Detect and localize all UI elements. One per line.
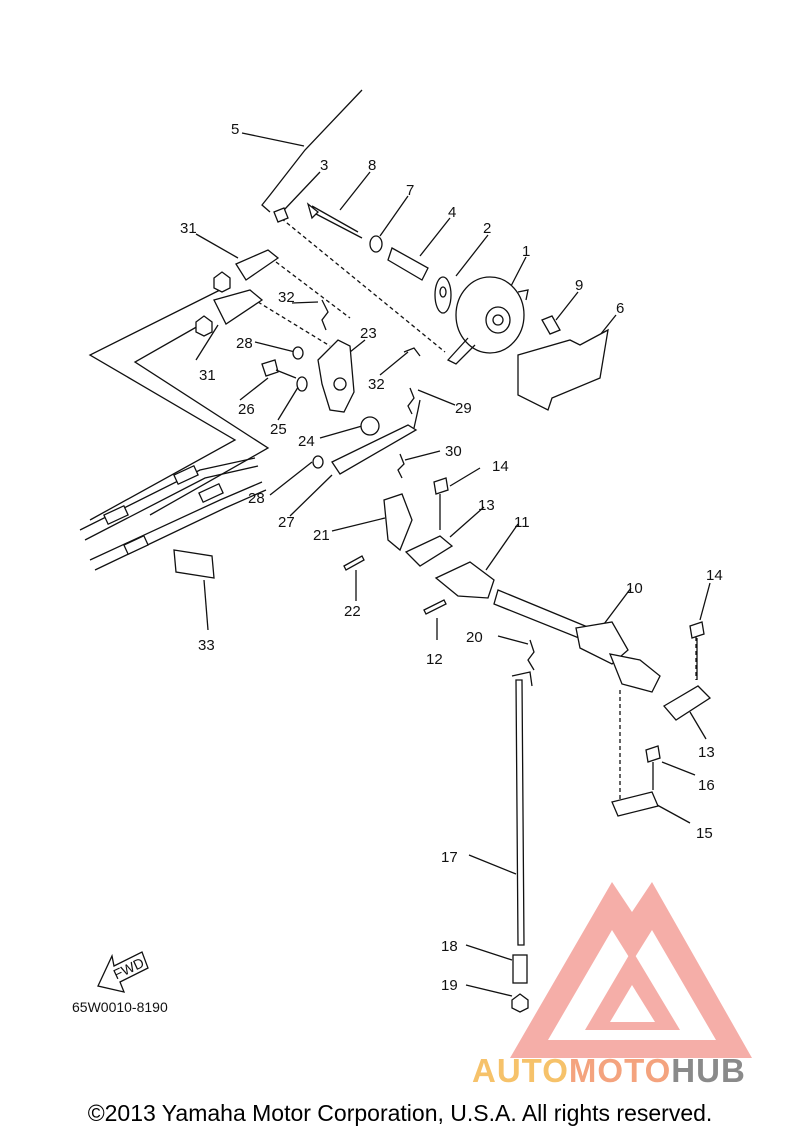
label-5: 5	[231, 121, 239, 138]
label-10: 10	[626, 580, 643, 597]
label-28-upper: 28	[236, 335, 253, 352]
part-31-joint-lower	[213, 289, 264, 325]
label-18: 18	[441, 938, 458, 955]
part-19-nut	[511, 993, 529, 1013]
label-30: 30	[445, 443, 462, 460]
label-23: 23	[360, 325, 377, 342]
label-22: 22	[344, 603, 361, 620]
part-8-bolt	[306, 202, 363, 239]
label-32-lower: 32	[368, 376, 385, 393]
label-16: 16	[698, 777, 715, 794]
label-1: 1	[522, 243, 530, 260]
label-13-upper: 13	[478, 497, 495, 514]
watermark-logo	[510, 882, 752, 1058]
throttle-cables	[79, 457, 267, 571]
label-20: 20	[466, 629, 483, 646]
label-2: 2	[483, 220, 491, 237]
part-23-lever	[317, 339, 355, 413]
label-14-upper: 14	[492, 458, 509, 475]
nut-lower	[195, 315, 213, 337]
part-4-sleeve	[387, 247, 429, 281]
part-18-spacer	[512, 954, 528, 984]
label-11: 11	[514, 514, 530, 531]
part-13-bracket-lower	[663, 685, 712, 721]
label-21: 21	[313, 527, 330, 544]
part-12-pin	[423, 599, 447, 615]
label-6: 6	[616, 300, 624, 317]
part-22-pin	[343, 555, 365, 571]
part-11-lever	[434, 561, 495, 599]
part-31-joint-upper	[235, 249, 280, 281]
part-labels: 1 2 3 4 5 6 7 8 9 10 11 12 13 13 14 14 1…	[72, 121, 723, 1015]
part-33-tag	[173, 549, 215, 579]
part-17-rod	[515, 679, 525, 946]
part-2-collar	[434, 276, 452, 314]
label-28-lower: 28	[248, 490, 265, 507]
label-7: 7	[406, 182, 414, 199]
label-27: 27	[278, 514, 295, 531]
label-17: 17	[441, 849, 458, 866]
fwd-arrow-icon	[97, 951, 149, 993]
part-26-bolt	[261, 359, 297, 379]
part-15-plate	[611, 791, 659, 817]
label-32-upper: 32	[278, 289, 295, 306]
label-29: 29	[455, 400, 472, 417]
part-10-shaft	[493, 589, 591, 641]
part-6-bracket	[517, 328, 609, 411]
label-14-lower: 14	[706, 567, 723, 584]
part-5-rod	[261, 89, 363, 213]
label-26: 26	[238, 401, 255, 418]
label-12: 12	[426, 651, 443, 668]
part-7-washer	[369, 235, 383, 253]
nut-upper	[213, 271, 231, 293]
part-13-bracket-upper	[404, 535, 454, 567]
part-1-pulley	[446, 276, 529, 365]
label-4: 4	[448, 204, 456, 221]
label-33: 33	[198, 637, 215, 654]
drawing-code: 65W0010-8190	[72, 999, 168, 1015]
label-3: 3	[320, 157, 328, 174]
label-13-lower: 13	[698, 744, 715, 761]
label-31-lower: 31	[199, 367, 216, 384]
part-14-bolt-lower	[689, 621, 705, 680]
label-15: 15	[696, 825, 713, 842]
label-25: 25	[270, 421, 287, 438]
brand-hub: HUB	[671, 1052, 746, 1089]
label-31-upper: 31	[180, 220, 197, 237]
watermark-brand: AUTOMOTOHUB	[472, 1052, 746, 1090]
brand-auto: AUTO	[472, 1052, 569, 1089]
part-27-link	[331, 424, 418, 475]
label-8: 8	[368, 157, 376, 174]
label-24: 24	[298, 433, 315, 450]
part-3-clip	[273, 207, 289, 223]
part-16-bolt	[645, 745, 661, 790]
part-21-arm	[383, 493, 413, 552]
part-24-collar	[360, 416, 380, 436]
brand-moto: MOTO	[568, 1052, 672, 1089]
part-9-bolt	[541, 315, 561, 335]
label-19: 19	[441, 977, 458, 994]
part-14-bolt-upper	[433, 477, 449, 530]
label-9: 9	[575, 277, 583, 294]
copyright-notice: ©2013 Yamaha Motor Corporation, U.S.A. A…	[87, 1100, 713, 1126]
